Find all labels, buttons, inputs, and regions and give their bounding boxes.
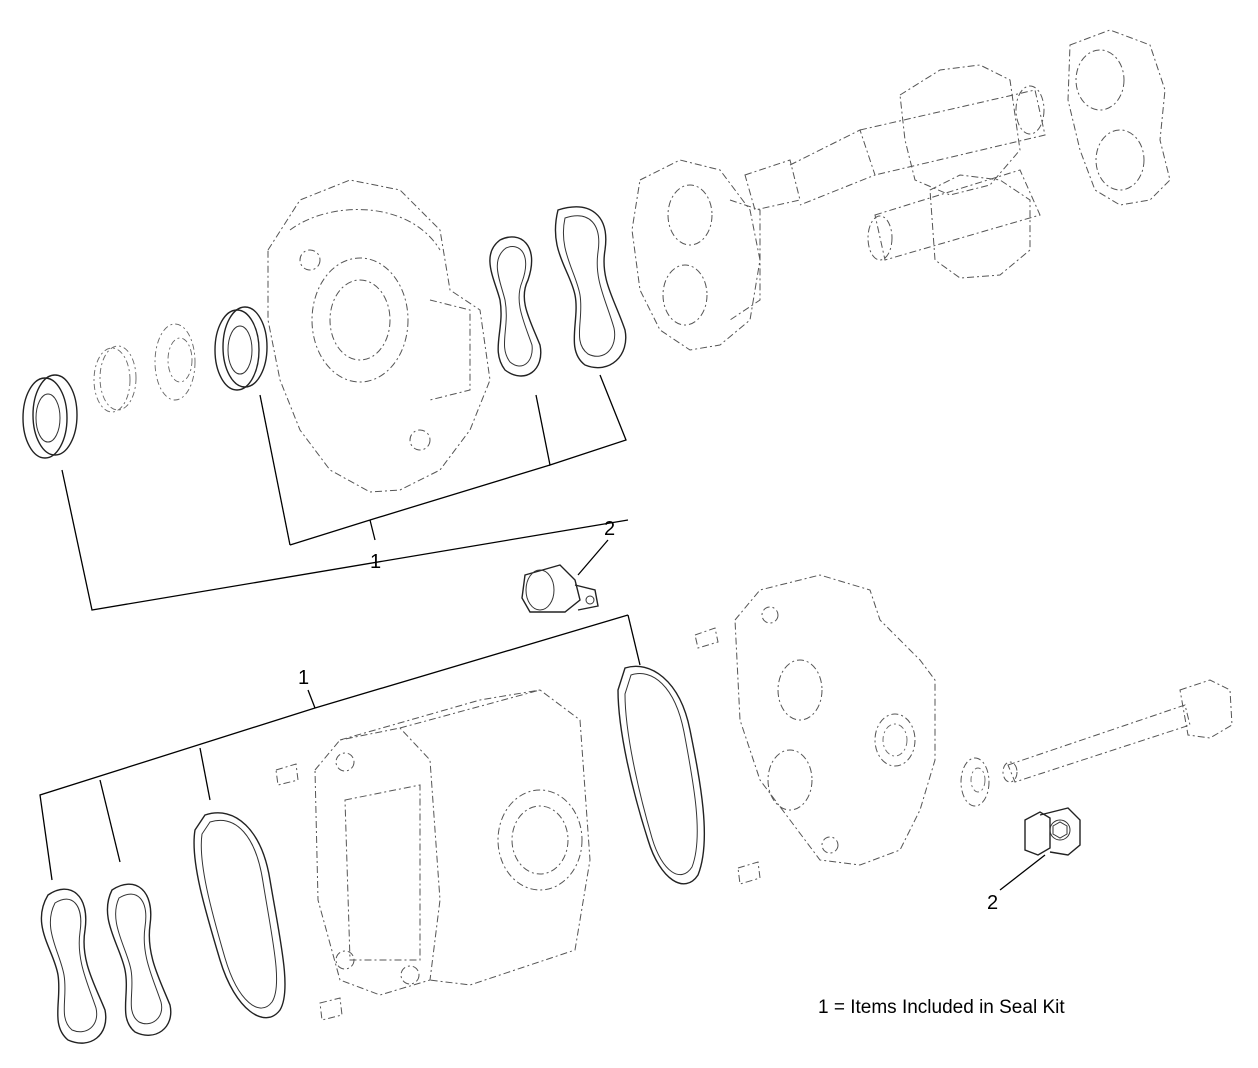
- retaining-ring: [93, 345, 137, 413]
- wear-plate-seal-lower: [106, 883, 172, 1036]
- relief-valve-lower: [1024, 807, 1081, 856]
- thrust-washer: [154, 323, 196, 401]
- callout-seal-kit-upper: 1: [370, 551, 381, 573]
- rear-bearing-block: [1067, 29, 1171, 206]
- o-ring-housing-rear: [617, 665, 706, 885]
- dowel-pin-rear-1: [694, 627, 719, 649]
- shaft-seal-inner: [214, 306, 268, 391]
- callout-relief-valve-lower: 2: [987, 892, 998, 914]
- rear-cover: [734, 574, 936, 866]
- gear-body-plate: [631, 159, 761, 351]
- front-cover-housing: [267, 179, 491, 493]
- o-ring-housing-front: [193, 812, 286, 1019]
- bolt-washer: [960, 757, 990, 807]
- leader-seal-kit-lower: [39, 614, 641, 881]
- shaft-seal-outer: [22, 374, 78, 459]
- backup-gasket-upper: [554, 206, 627, 369]
- dowel-pin-lower-1: [275, 763, 299, 786]
- driven-gear: [867, 169, 1041, 279]
- callout-relief-valve-upper: 2: [604, 518, 615, 540]
- leader-seal-kit-upper: [61, 374, 629, 611]
- callout-seal-kit-lower: 1: [298, 667, 309, 689]
- backup-gasket-lower: [40, 888, 107, 1044]
- dowel-pin-lower-2: [319, 997, 343, 1021]
- dowel-pin-rear-2: [737, 861, 761, 885]
- legend-text: 1 = Items Included in Seal Kit: [818, 997, 1065, 1018]
- leader-relief-valve-upper: [577, 539, 609, 576]
- drive-shaft-gear: [744, 64, 1046, 211]
- mounting-bolt: [1002, 679, 1233, 783]
- wear-plate-seal-upper: [489, 236, 542, 377]
- relief-valve-upper: [521, 564, 599, 613]
- leader-relief-valve-lower: [999, 854, 1046, 891]
- gear-housing: [314, 689, 591, 996]
